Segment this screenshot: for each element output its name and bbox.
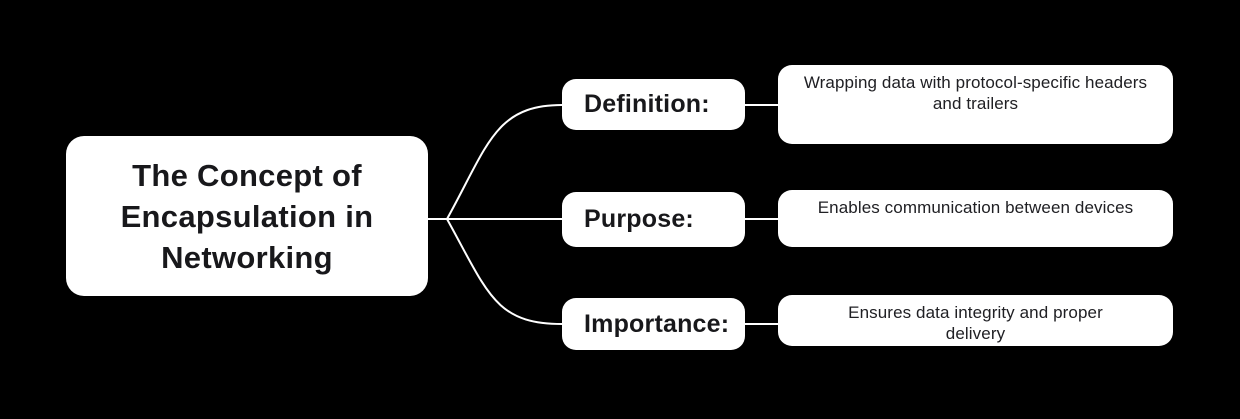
root-title-line: The Concept of: [132, 157, 362, 193]
root-title-line: Encapsulation in: [120, 198, 374, 234]
branch-label: Purpose:: [584, 205, 694, 233]
detail-box-definition: Wrapping data with protocol-specific hea…: [778, 65, 1173, 144]
branch-node-importance: Importance:: [562, 298, 745, 350]
detail-text-line: delivery: [945, 324, 1006, 343]
branch-label: Importance:: [584, 309, 730, 338]
detail-box-purpose: Enables communication between devices: [778, 190, 1173, 247]
root-node: The Concept of Encapsulation in Networki…: [66, 136, 428, 296]
branch-curve-definition: [446, 104, 563, 220]
detail-box-importance: Ensures data integrity and proper delive…: [778, 295, 1173, 346]
branch-node-purpose: Purpose:: [562, 192, 745, 247]
detail-text-line: Wrapping data with protocol-specific hea…: [803, 73, 1148, 92]
branch-node-definition: Definition:: [562, 79, 745, 130]
branch-label: Definition:: [584, 90, 710, 118]
detail-text-line: Ensures data integrity and proper: [848, 303, 1103, 322]
detail-text-line: and trailers: [932, 94, 1019, 113]
branch-curve-importance: [446, 218, 563, 325]
root-title-line: Networking: [161, 239, 333, 275]
detail-text-line: Enables communication between devices: [817, 198, 1134, 217]
